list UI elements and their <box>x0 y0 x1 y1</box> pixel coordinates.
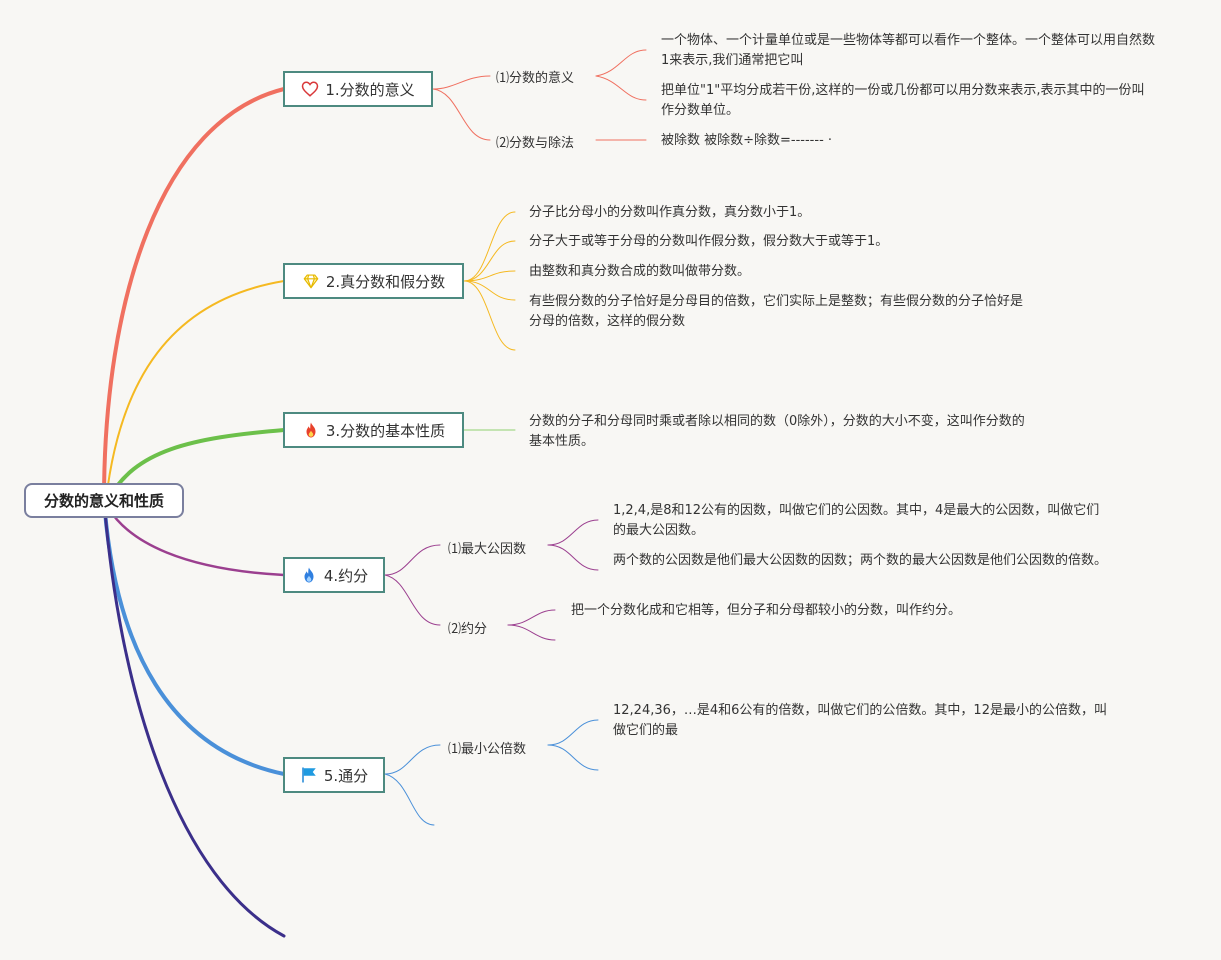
leaf-1-2-1: 被除数 被除数÷除数=------- · <box>661 133 833 148</box>
leaf-1-1-2: 把单位"1"平均分成若干份,这样的一份或几份都可以用分数来表示,表示其中的一份叫… <box>661 83 1145 118</box>
branch-label-3: 3.分数的基本性质 <box>325 421 446 440</box>
leaf-2-4: 有些假分数的分子恰好是分母目的倍数，它们实际上是整数；有些假分数的分子恰好是分母… <box>529 294 1024 329</box>
diamond-icon <box>302 272 320 290</box>
flame-blue-icon <box>300 566 318 584</box>
branch-node-3[interactable]: 3.分数的基本性质 <box>283 412 464 448</box>
root-node[interactable]: 分数的意义和性质 <box>24 483 184 518</box>
branch-label-1: 1.分数的意义 <box>325 80 415 99</box>
branch-label-4: 4.约分 <box>323 566 369 585</box>
leaf-4-1-2: 两个数的公因数是他们最大公因数的因数；两个数的最大公因数是他们公因数的倍数。 <box>613 553 1108 568</box>
branch-line-1 <box>102 87 286 502</box>
branch-line-6 <box>102 498 286 938</box>
fire-icon <box>302 421 320 439</box>
sub-label-1-2[interactable]: ⑵分数与除法 <box>496 136 575 151</box>
branch-line-5 <box>102 498 286 776</box>
branch-node-4[interactable]: 4.约分 <box>283 557 385 593</box>
sub-label-4-2[interactable]: ⑵约分 <box>448 622 488 637</box>
leaf-1-1-1: 一个物体、一个计量单位或是一些物体等都可以看作一个整体。一个整体可以用自然数1来… <box>661 33 1156 68</box>
leaf-4-1-1: 1,2,4,是8和12公有的因数，叫做它们的公因数。其中，4是最大的公因数，叫做… <box>613 503 1100 538</box>
leaf-2-2: 分子大于或等于分母的分数叫作假分数，假分数大于或等于1。 <box>529 234 889 249</box>
sub-label-4-1[interactable]: ⑴最大公因数 <box>448 542 527 557</box>
sub-label-5-1[interactable]: ⑴最小公倍数 <box>448 742 527 757</box>
sub-label-1-1[interactable]: ⑴分数的意义 <box>496 71 575 86</box>
branch-node-1[interactable]: 1.分数的意义 <box>283 71 433 107</box>
flag-icon <box>300 766 318 784</box>
branch-label-5: 5.通分 <box>323 766 369 785</box>
leaf-5-1-1: 12,24,36，…是4和6公有的倍数，叫做它们的公倍数。其中，12是最小的公倍… <box>613 703 1107 738</box>
leaf-3-1: 分数的分子和分母同时乘或者除以相同的数（0除外），分数的大小不变，这叫作分数的基… <box>529 414 1025 449</box>
branch-line-2 <box>105 280 285 501</box>
leaf-2-1: 分子比分母小的分数叫作真分数，真分数小于1。 <box>529 205 811 220</box>
root-label: 分数的意义和性质 <box>43 492 164 510</box>
leaf-2-3: 由整数和真分数合成的数叫做带分数。 <box>529 264 751 279</box>
branch-node-2[interactable]: 2.真分数和假分数 <box>283 263 464 299</box>
branch-node-5[interactable]: 5.通分 <box>283 757 385 793</box>
branch-label-2: 2.真分数和假分数 <box>325 272 446 291</box>
leaf-4-2-1: 把一个分数化成和它相等，但分子和分母都较小的分数，叫作约分。 <box>571 603 962 618</box>
heart-icon <box>301 80 319 98</box>
